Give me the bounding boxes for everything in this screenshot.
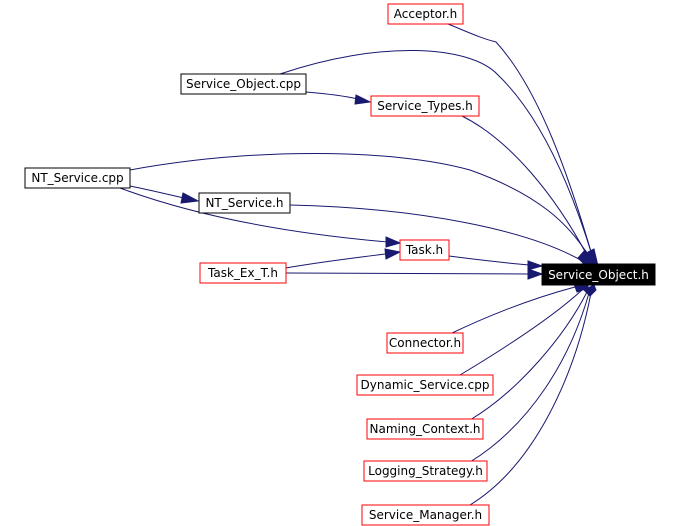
edge-task-ex-t-to-task: [285, 253, 386, 269]
node-task-ex-t-h-label: Task_Ex_T.h: [207, 266, 278, 280]
arrowheads: [180, 94, 599, 297]
node-service-object-h-label: Service_Object.h: [548, 268, 649, 282]
node-dynamic-service-cpp-label: Dynamic_Service.cpp: [361, 378, 490, 392]
node-connector-h-label: Connector.h: [389, 336, 461, 350]
node-nt-service-cpp-box: [24, 167, 131, 189]
edge-nt-service-cpp-to-service-object: [129, 153, 591, 259]
node-nt-service-h-label: NT_Service.h: [205, 196, 283, 210]
node-service-object-cpp-box: [180, 73, 307, 95]
edge-naming-context-to-service-object: [469, 291, 588, 421]
node-nt-service-cpp[interactable]: NT_Service.cpp: [24, 167, 131, 189]
node-task-h-box: [399, 239, 450, 261]
node-connector-h-box: [386, 332, 464, 354]
arrowhead-service-object-from-task: [527, 260, 544, 271]
arrowhead-service-object-top-cluster-2: [587, 248, 599, 267]
node-task-ex-t-h-box: [199, 262, 287, 284]
arrowhead-task-from-nt-service-cpp: [385, 236, 402, 248]
edge-task-ex-t-to-service-object: [285, 272, 529, 275]
node-dynamic-service-cpp-box: [356, 374, 494, 396]
arrowhead-task-from-task-ex-t: [384, 248, 402, 260]
node-service-types-h[interactable]: Service_Types.h: [370, 95, 480, 117]
arrowhead-service-object-from-task-ex-t: [527, 268, 544, 280]
node-nt-service-cpp-label: NT_Service.cpp: [31, 171, 123, 185]
node-service-manager-h-label: Service_Manager.h: [369, 508, 482, 522]
node-service-object-cpp[interactable]: Service_Object.cpp: [180, 73, 307, 95]
arrowhead-service-types: [354, 94, 372, 105]
node-service-manager-h[interactable]: Service_Manager.h: [361, 504, 490, 526]
node-service-types-h-box: [370, 95, 480, 117]
node-logging-strategy-h-label: Logging_Strategy.h: [368, 464, 483, 478]
edge-nt-service-h-to-service-object: [289, 204, 585, 263]
node-acceptor-h-box: [387, 3, 464, 25]
node-service-manager-h-box: [361, 504, 490, 526]
edge-acceptor-to-service-object: [447, 23, 593, 256]
node-logging-strategy-h[interactable]: Logging_Strategy.h: [363, 460, 488, 482]
node-task-h[interactable]: Task.h: [399, 239, 450, 261]
node-logging-strategy-h-box: [363, 460, 488, 482]
node-acceptor-h[interactable]: Acceptor.h: [387, 3, 464, 25]
node-service-object-h-box: [541, 263, 656, 286]
edges: [119, 23, 593, 506]
node-nt-service-h[interactable]: NT_Service.h: [198, 192, 291, 214]
node-naming-context-h-label: Naming_Context.h: [369, 422, 480, 436]
edge-nt-service-cpp-to-nt-service-h: [129, 185, 185, 199]
node-nt-service-h-box: [198, 192, 291, 214]
arrowhead-nt-service-h: [180, 192, 200, 204]
edge-connector-to-service-object: [449, 286, 576, 335]
node-connector-h[interactable]: Connector.h: [386, 332, 464, 354]
edge-service-manager-to-service-object: [469, 292, 592, 506]
edge-logging-strategy-to-service-object: [469, 292, 590, 463]
node-naming-context-h[interactable]: Naming_Context.h: [366, 418, 484, 440]
node-acceptor-h-label: Acceptor.h: [394, 7, 458, 21]
edge-dynamic-service-to-service-object: [459, 289, 583, 376]
edge-service-object-cpp-to-service-types: [305, 91, 359, 100]
edge-task-to-service-object: [448, 255, 531, 266]
edge-service-object-cpp-to-service-object: [279, 50, 593, 256]
edge-nt-service-cpp-to-task: [119, 187, 389, 243]
node-service-types-h-label: Service_Types.h: [377, 99, 473, 113]
edge-service-types-to-service-object: [461, 115, 589, 258]
node-service-object-h[interactable]: Service_Object.h: [541, 263, 656, 286]
node-service-object-cpp-label: Service_Object.cpp: [186, 77, 301, 91]
node-dynamic-service-cpp[interactable]: Dynamic_Service.cpp: [356, 374, 494, 396]
node-naming-context-h-box: [366, 418, 484, 440]
node-task-ex-t-h[interactable]: Task_Ex_T.h: [199, 262, 287, 284]
arrowhead-service-object-bottom-cluster-2: [583, 284, 597, 297]
node-task-h-label: Task.h: [405, 243, 443, 257]
